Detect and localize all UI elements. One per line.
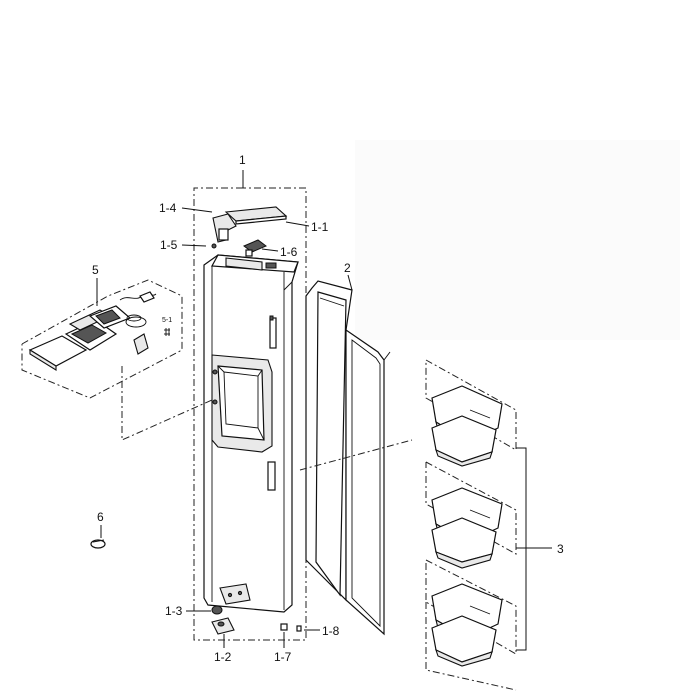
label-1-4: 1-4	[159, 201, 177, 215]
label-1-8: 1-8	[322, 624, 340, 638]
label-3: 3	[557, 542, 564, 556]
assembly-1-boundary	[193, 187, 307, 641]
dispenser-lever-part	[133, 333, 149, 355]
fridge-door-panel	[203, 254, 299, 613]
door-switch-part	[243, 239, 267, 257]
door-liner-part	[345, 328, 391, 636]
part-6-cap	[90, 539, 106, 549]
screw-1-8	[296, 625, 302, 632]
label-1-2: 1-2	[214, 650, 232, 664]
door-bin-group-bottom	[425, 559, 517, 667]
door-gasket-part	[305, 280, 353, 602]
label-5: 5	[92, 263, 99, 277]
dispenser-cover-part	[28, 335, 88, 371]
label-2: 2	[344, 261, 351, 275]
scan-background-area	[355, 140, 680, 340]
wire-harness-part	[119, 291, 157, 328]
door-bin-group-top	[425, 359, 517, 467]
label-1-5: 1-5	[160, 238, 178, 252]
screws-5-1	[164, 328, 170, 336]
bins-link-line	[299, 439, 413, 471]
bins-bracket	[516, 447, 552, 651]
assembly-5-link	[121, 366, 213, 441]
bushing-1-3	[211, 605, 223, 615]
label-6: 6	[97, 510, 104, 524]
label-1-3: 1-3	[165, 604, 183, 618]
label-1-1-leader	[285, 221, 310, 227]
label-1-7: 1-7	[274, 650, 292, 664]
assembly-5-box	[21, 279, 183, 399]
door-bin-group-mid	[425, 461, 517, 569]
label-1-6-leader	[261, 248, 279, 252]
label-1-6: 1-6	[280, 245, 298, 259]
label-5-1: 5-1	[162, 317, 172, 324]
screw-1-5	[211, 243, 217, 249]
label-1-5-leader	[181, 244, 207, 247]
label-1: 1	[239, 153, 246, 167]
label-1-4-leader	[181, 207, 213, 213]
label-2-leader	[347, 274, 353, 291]
label-1-1: 1-1	[311, 220, 329, 234]
bottom-hinge-1-2	[211, 617, 235, 635]
door-cap-part	[224, 206, 288, 225]
top-hinge-part	[212, 213, 237, 243]
screw-1-7	[280, 623, 288, 631]
